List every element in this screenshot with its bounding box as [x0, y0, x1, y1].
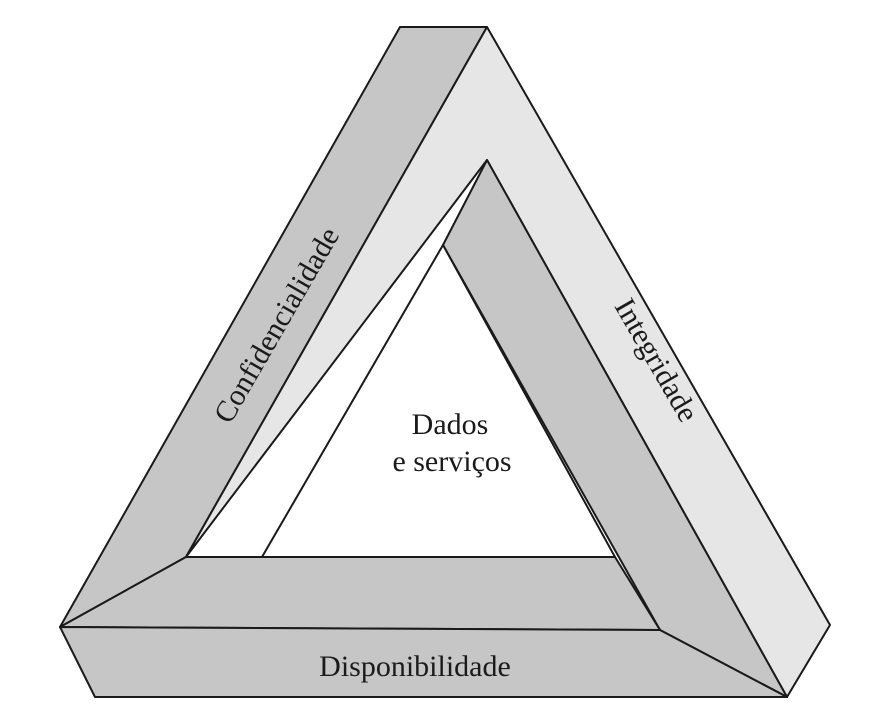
- label-disponibilidade: Disponibilidade: [319, 650, 511, 683]
- bottom-beam-front-face: [59, 626, 788, 698]
- label-e-servicos: e serviços: [392, 445, 511, 478]
- label-dados: Dados: [412, 408, 489, 441]
- inner-triangle: [261, 244, 616, 558]
